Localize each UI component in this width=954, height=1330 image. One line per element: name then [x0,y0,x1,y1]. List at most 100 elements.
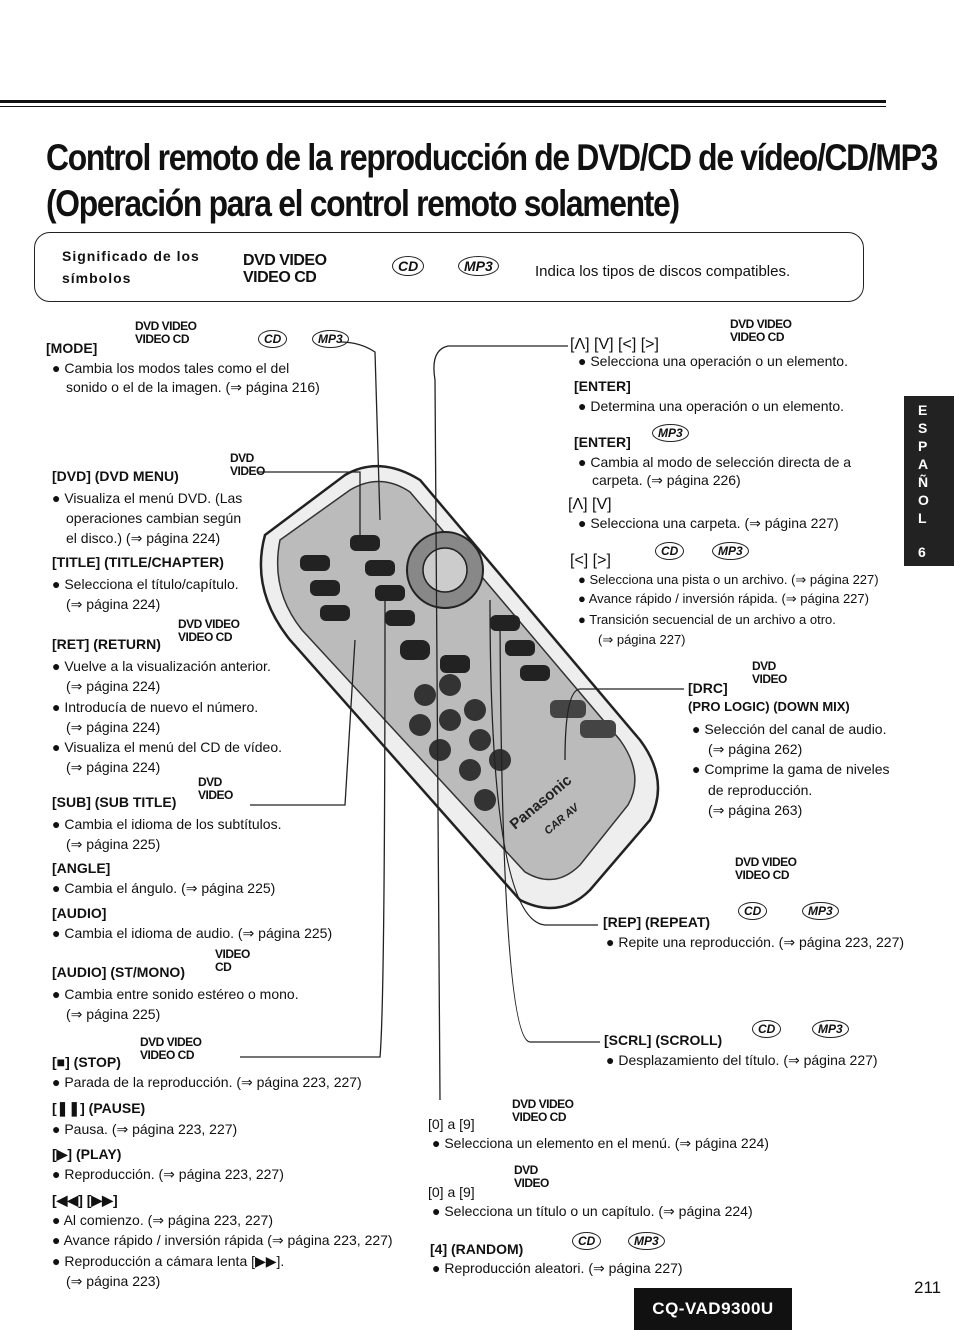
desc-drc-3: ● Comprime la gama de niveles [692,761,890,777]
desc-dvd-menu-3: el disco.) (⇒ página 224) [66,530,221,546]
key-cursor: [Λ] [V] [<] [>] [570,336,659,353]
desc-enter-1: ● Determina una operación o un elemento. [578,398,845,414]
key-random: [4] (RANDOM) [430,1241,524,1257]
remote-control-illustration: Panasonic CAR AV [259,464,660,910]
desc-random-1: ● Reproducción aleatori. (⇒ página 227) [432,1260,683,1276]
model-label: CQ-VAD9300U [634,1288,792,1330]
desc-mode-2: sonido o el de la imagen. (⇒ página 216) [66,379,320,395]
badge-leftright-mp3-icon: MP3 [712,542,749,560]
desc-subtitle-1: ● Cambia el idioma de los subtítulos. [52,816,282,832]
desc-numbers-1: ● Selecciona un elemento en el menú. (⇒ … [432,1135,769,1151]
desc-leftright-1: ● Selecciona una pista o un archivo. (⇒ … [578,572,879,587]
header-rule-thin [0,106,886,107]
key-repeat: [REP] (REPEAT) [603,914,711,930]
desc-play-1: ● Reproducción. (⇒ página 223, 227) [52,1166,284,1182]
desc-audio-1: ● Cambia el idioma de audio. (⇒ página 2… [52,925,333,941]
key-skip: [◀◀] [▶▶] [52,1192,118,1208]
desc-return-1: ● Vuelve a la visualización anterior. [52,658,271,674]
desc-cursor-1: ● Selecciona una operación o un elemento… [578,353,848,369]
desc-return-4: (⇒ página 224) [66,719,161,735]
legend-label-2: símbolos [62,270,132,286]
badge-scroll-cd-icon: CD [752,1020,782,1038]
badge-random-mp3-icon: MP3 [628,1232,665,1250]
tab-letter: O [918,492,929,508]
desc-scroll-1: ● Desplazamiento del título. (⇒ página 2… [606,1052,878,1068]
desc-mode-1: ● Cambia los modos tales como el del [52,360,290,376]
key-audio: [AUDIO] [52,905,107,921]
desc-return-2: (⇒ página 224) [66,678,161,694]
key-numbers-2: [0] a [9] [428,1184,475,1200]
desc-skip-2: ● Avance rápido / inversión rápida (⇒ pá… [52,1232,393,1248]
desc-stop-1: ● Parada de la reproducción. (⇒ página 2… [52,1074,362,1090]
desc-drc-2: (⇒ página 262) [708,741,803,757]
desc-repeat-1: ● Repite una reproducción. (⇒ página 223… [606,934,905,950]
desc-return-6: (⇒ página 224) [66,759,161,775]
legend-mp3-icon: MP3 [458,256,499,276]
key-stmono: [AUDIO] (ST/MONO) [52,964,185,980]
badge-mode-cd-icon: CD [258,330,288,348]
key-subtitle: [SUB] (SUB TITLE) [52,794,177,810]
page-number: 211 [914,1278,942,1297]
key-enter-mp3: [ENTER] [574,434,631,450]
badge-random-cd-icon: CD [572,1232,602,1250]
desc-dvd-menu-2: operaciones cambian según [66,510,242,526]
desc-return-5: ● Visualiza el menú del CD de vídeo. [52,739,282,755]
desc-dvd-menu-1: ● Visualiza el menú DVD. (Las [52,490,243,506]
legend-label-1: Significado de los [62,248,200,264]
page-title-line2: (Operación para el control remoto solame… [46,183,680,224]
tab-letter: S [918,420,928,436]
badge-repeat-mp3-icon: MP3 [802,902,839,920]
desc-skip-4: (⇒ página 223) [66,1273,161,1289]
key-angle: [ANGLE] [52,860,111,876]
desc-enter-mp3-1: ● Cambia al modo de selección directa de… [578,454,852,470]
key-mode: [MODE] [46,340,98,356]
key-drc-sub: (PRO LOGIC) (DOWN MIX) [688,699,850,714]
legend-description: Indica los tipos de discos compatibles. [535,263,791,280]
desc-return-3: ● Introducía de nuevo el número. [52,699,259,715]
header-rule [0,100,886,103]
legend-badge-dvd-video: DVD VIDEO VIDEO CD [243,252,327,286]
tab-letter: Ñ [918,474,929,490]
symbol-legend [34,232,864,302]
badge-scroll-mp3-icon: MP3 [812,1020,849,1038]
language-side-tab [904,396,954,566]
key-leftright: [<] [>] [570,552,611,569]
desc-leftright-4: (⇒ página 227) [598,632,686,647]
desc-pause-1: ● Pausa. (⇒ página 223, 227) [52,1121,238,1137]
tab-letter: P [918,438,928,454]
desc-skip-1: ● Al comienzo. (⇒ página 223, 227) [52,1212,273,1228]
tab-number: 6 [918,544,926,560]
desc-numbers-2: ● Selecciona un título o un capítulo. (⇒… [432,1203,753,1219]
desc-stmono-2: (⇒ página 225) [66,1006,161,1022]
desc-updown-1: ● Selecciona una carpeta. (⇒ página 227) [578,515,839,531]
key-dvd-menu: [DVD] (DVD MENU) [52,468,179,484]
key-scroll: [SCRL] (SCROLL) [604,1032,723,1048]
badge-enter-mp3-icon: MP3 [652,424,689,442]
key-updown: [Λ] [V] [568,496,612,513]
desc-drc-5: (⇒ página 263) [708,802,803,818]
key-drc: [DRC] [688,680,728,696]
badge-leftright-cd-icon: CD [655,542,685,560]
key-enter: [ENTER] [574,378,631,394]
desc-subtitle-2: (⇒ página 225) [66,836,161,852]
key-title: [TITLE] (TITLE/CHAPTER) [52,554,224,570]
key-numbers-1: [0] a [9] [428,1116,475,1132]
key-pause: [❚❚] (PAUSE) [52,1100,146,1116]
desc-title-2: (⇒ página 224) [66,596,161,612]
desc-leftright-3: ● Transición secuencial de un archivo a … [578,612,836,627]
tab-letter: L [918,510,927,526]
badge-mode-mp3-icon: MP3 [312,330,349,348]
desc-leftright-2: ● Avance rápido / inversión rápida. (⇒ p… [578,591,869,606]
legend-cd-icon: CD [392,256,425,276]
